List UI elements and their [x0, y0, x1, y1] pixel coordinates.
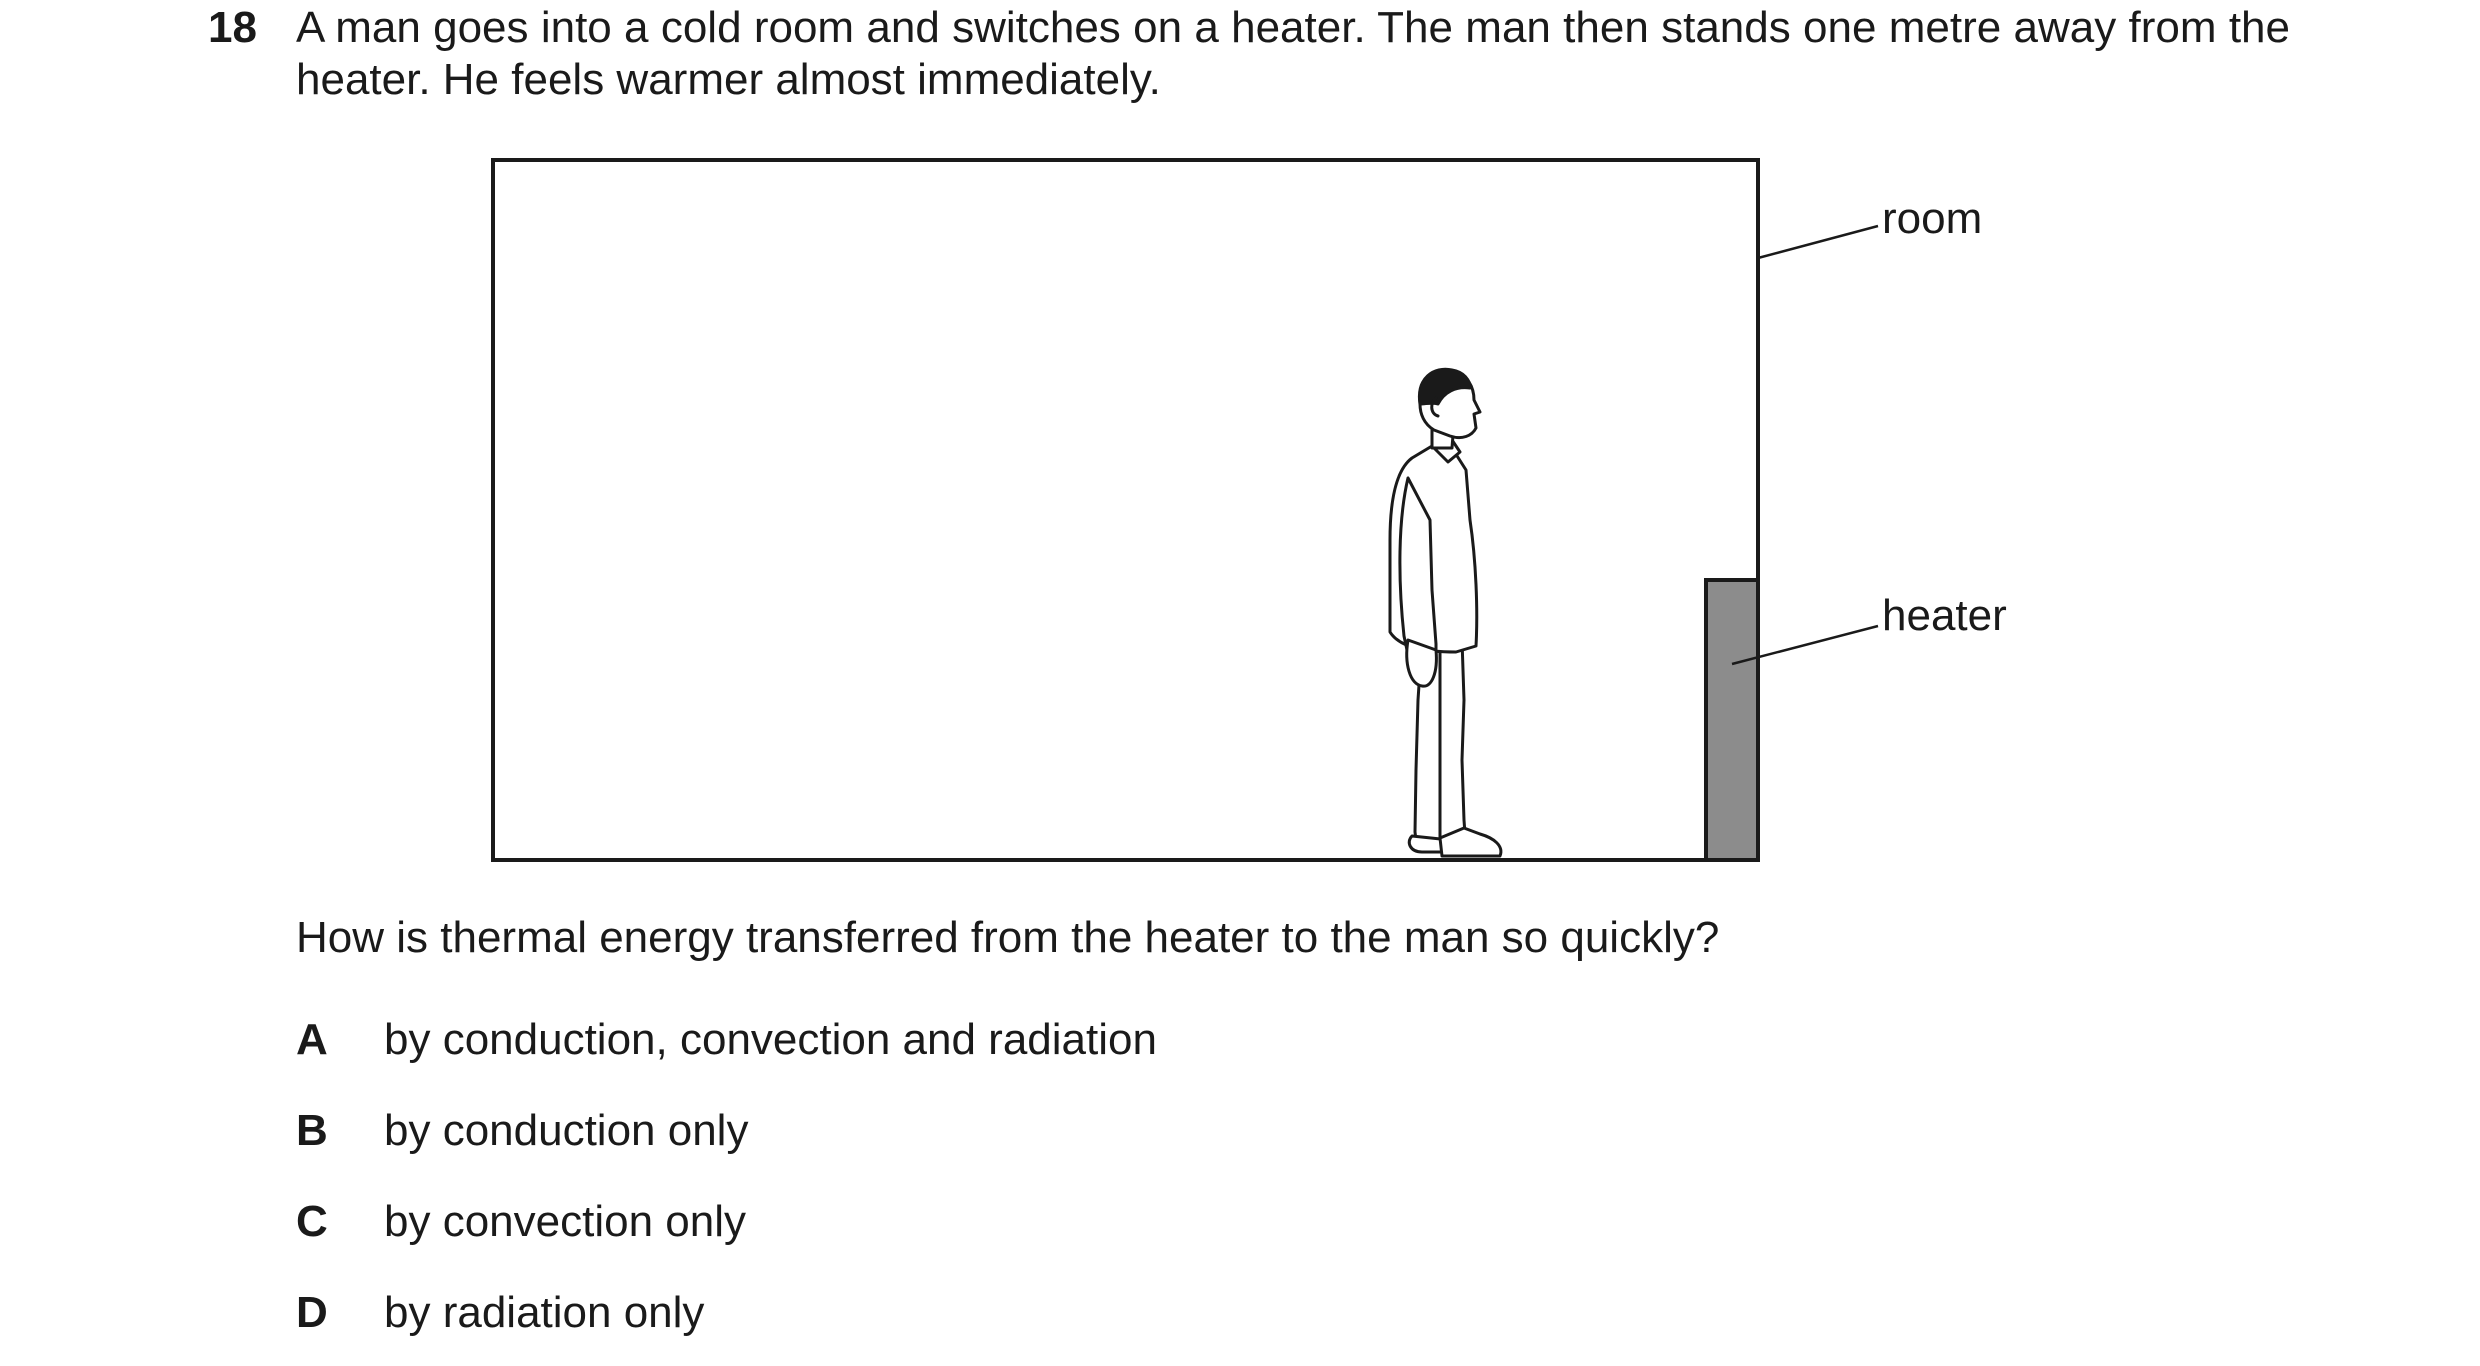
option-b-text: by conduction only	[384, 1106, 749, 1155]
heater-label: heater	[1882, 591, 2007, 640]
option-a-text: by conduction, convection and radiation	[384, 1015, 1157, 1064]
option-c-letter: C	[296, 1197, 328, 1246]
option-d-text: by radiation only	[384, 1288, 705, 1337]
room-label: room	[1882, 194, 1983, 243]
heater-block	[1704, 578, 1760, 862]
man-figure	[1388, 367, 1503, 858]
question-prompt: How is thermal energy transferred from t…	[296, 913, 1720, 962]
question-number: 18	[208, 3, 257, 52]
room-diagram-svg	[491, 158, 1879, 862]
option-c-text: by convection only	[384, 1197, 746, 1246]
heater-leader-line	[1731, 624, 1879, 666]
room-leader-line	[1757, 224, 1879, 260]
option-b-letter: B	[296, 1106, 328, 1155]
room-outline	[491, 158, 1760, 862]
room-diagram: room heater	[491, 158, 2007, 862]
question-stem: A man goes into a cold room and switches…	[296, 3, 2290, 104]
option-d-letter: D	[296, 1288, 328, 1337]
option-a-letter: A	[296, 1015, 328, 1064]
